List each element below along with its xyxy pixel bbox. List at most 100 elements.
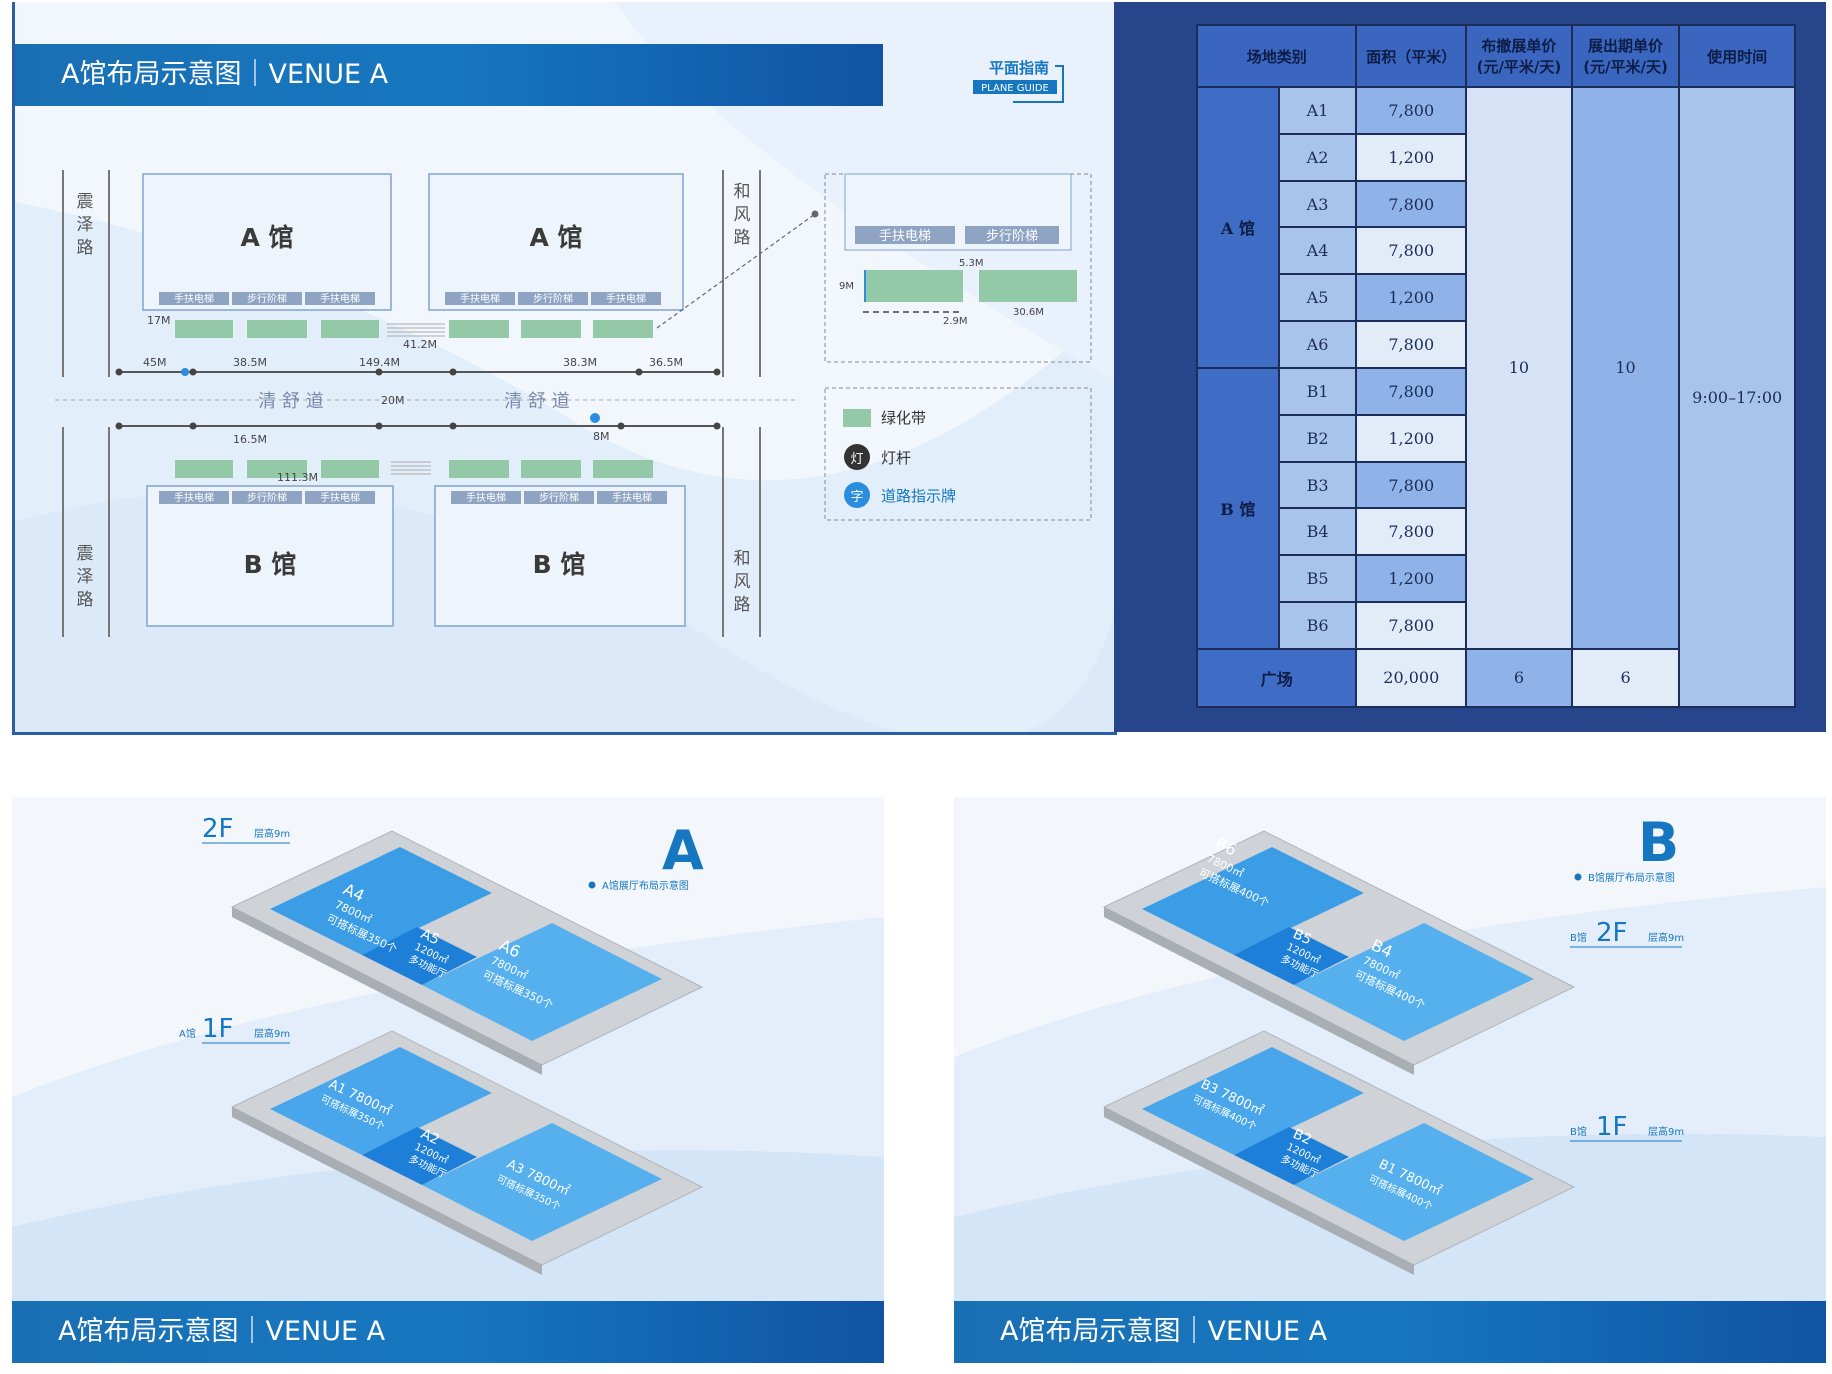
fac-b2-esc2: 手扶电梯 (612, 491, 652, 504)
row-area: 7,800 (1355, 179, 1468, 229)
plan-title: A馆布局示意图｜VENUE A (15, 44, 883, 106)
row-area: 7,800 (1355, 507, 1468, 557)
setup-price: 10 (1465, 86, 1573, 650)
price-table: 场地类别 面积（平米） 布撤展单价 (元/平米/天) 展出期单价 (元/平米/天… (1195, 24, 1796, 709)
row-id: B2 (1277, 413, 1358, 463)
plan-diagram: 平面指南 PLANE GUIDE 震 泽 路 震 泽 路 和 风 路 和 风 路… (55, 59, 1092, 637)
road-right-bottom-2: 风 (734, 572, 751, 592)
dim-38-3m: 38.3M (563, 356, 597, 369)
venue-caption: B馆展厅布局示意图 (1588, 871, 1675, 884)
row-id: A5 (1277, 273, 1358, 323)
row-area: 7,800 (1355, 601, 1468, 650)
iso-a-panel: A4 7800㎡ 可搭标展350个 A5 1200㎡ 多功能厅 A6 7800㎡… (12, 797, 884, 1363)
row-id: B1 (1277, 366, 1358, 416)
hall-b-right-label: B 馆 (533, 550, 586, 579)
row-id: B5 (1277, 554, 1358, 604)
dim-17m: 17M (147, 314, 171, 327)
fac-a1-esc: 手扶电梯 (174, 292, 214, 305)
sign-icon: 字 (850, 490, 863, 505)
road-middle-left: 清 舒 道 (258, 391, 323, 412)
iso-b-title: A馆布局示意图｜VENUE A (954, 1301, 1826, 1363)
venue-letter: A (662, 819, 704, 882)
fac-a1-esc2: 手扶电梯 (320, 292, 360, 305)
legend-sign-label: 道路指示牌 (881, 487, 956, 505)
fac-a2-esc: 手扶电梯 (460, 292, 500, 305)
plaza-area: 20,000 (1355, 647, 1468, 709)
row-area: 1,200 (1355, 273, 1468, 323)
row-id: A2 (1277, 132, 1358, 182)
row-id: A3 (1277, 179, 1358, 229)
iso-b-diagram: B6 7800㎡ 可搭标展400个 B5 1200㎡ 多功能厅 B4 7800㎡… (954, 811, 1826, 1363)
venue-letter: B (1638, 811, 1679, 874)
row-id: A6 (1277, 320, 1358, 369)
floor-2f-height: 层高9m (254, 827, 290, 840)
header-exhibit-price: 展出期单价 (元/平米/天) (1570, 24, 1681, 88)
dim-41-2m: 41.2M (403, 338, 437, 351)
road-middle-right: 清 舒 道 (504, 391, 569, 412)
fac-b1-stairs: 步行阶梯 (247, 491, 287, 504)
fac-b1-esc: 手扶电梯 (174, 491, 214, 504)
header-area: 面积（平米） (1355, 24, 1468, 88)
plaza-setup: 6 (1465, 647, 1573, 709)
legend-lamp-label: 灯杆 (881, 449, 911, 467)
fac-a2-stairs: 步行阶梯 (533, 292, 573, 305)
row-area: 7,800 (1355, 226, 1468, 276)
row-area: 7,800 (1355, 460, 1468, 510)
usage-time: 9:00–17:00 (1678, 86, 1796, 708)
road-left-bottom-1: 震 (77, 544, 94, 564)
exhibit-price: 10 (1570, 86, 1681, 650)
floor-2f-label: 2F (1596, 918, 1628, 948)
road-right-top-1: 和 (734, 182, 751, 202)
floor-1f-prefix: B馆 (1570, 1125, 1587, 1138)
row-id: B4 (1277, 507, 1358, 557)
road-right-bottom-1: 和 (734, 549, 751, 569)
group-b-label: B 馆 (1196, 366, 1280, 650)
iso-a-diagram: A4 7800㎡ 可搭标展350个 A5 1200㎡ 多功能厅 A6 7800㎡… (12, 814, 884, 1363)
floor-2f-label: 2F (202, 814, 234, 844)
road-left-top-2: 泽 (77, 215, 94, 235)
row-area: 1,200 (1355, 132, 1468, 182)
floor-1f-height: 层高9m (254, 1027, 290, 1040)
floor-1f-label: 1F (1596, 1112, 1628, 1142)
fac-b2-stairs: 步行阶梯 (539, 491, 579, 504)
floor-2f-prefix: B馆 (1570, 931, 1587, 944)
zoom-esc: 手扶电梯 (879, 229, 931, 244)
fac-b1-esc2: 手扶电梯 (320, 491, 360, 504)
row-area: 1,200 (1355, 413, 1468, 463)
iso-a-title: A馆布局示意图｜VENUE A (12, 1301, 884, 1363)
dim-36-5m: 36.5M (649, 356, 683, 369)
hall-a-right-label: A 馆 (529, 223, 582, 252)
header-usage-time: 使用时间 (1678, 24, 1796, 88)
road-left-top-3: 路 (77, 238, 94, 258)
zoom-dim-9m: 9M (839, 281, 854, 292)
hall-b-left-label: B 馆 (244, 550, 297, 579)
price-panel: 场地类别 面积（平米） 布撤展单价 (元/平米/天) 展出期单价 (元/平米/天… (1114, 2, 1826, 732)
road-left-bottom-2: 泽 (77, 567, 94, 587)
dim-38-5m: 38.5M (233, 356, 267, 369)
fac-a2-esc2: 手扶电梯 (606, 292, 646, 305)
row-area: 7,800 (1355, 86, 1468, 135)
room-a2-id: A2 (418, 1126, 442, 1148)
row-area: 7,800 (1355, 320, 1468, 369)
header-venue-type: 场地类别 (1195, 24, 1358, 88)
floor-1f-height: 层高9m (1648, 1125, 1684, 1138)
guide-cn: 平面指南 (989, 59, 1049, 77)
group-a-label: A 馆 (1196, 86, 1280, 369)
lamp-icon: 灯 (850, 452, 863, 467)
iso-b-panel: B6 7800㎡ 可搭标展400个 B5 1200㎡ 多功能厅 B4 7800㎡… (954, 797, 1826, 1363)
road-right-bottom-3: 路 (734, 595, 751, 615)
dim-149-4m: 149.4M (359, 356, 400, 369)
plan-panel: A馆布局示意图｜VENUE A 平面指南 PLANE GUIDE 震 泽 路 震… (12, 2, 1117, 735)
road-right-top-3: 路 (734, 228, 751, 248)
row-id: B3 (1277, 460, 1358, 510)
zoom-stairs: 步行阶梯 (986, 229, 1038, 244)
room-b5-id: B5 (1290, 926, 1314, 948)
road-right-top-2: 风 (734, 205, 751, 225)
row-area: 1,200 (1355, 554, 1468, 604)
dim-20m: 20M (381, 394, 405, 407)
floor-1f-prefix: A馆 (179, 1027, 196, 1040)
row-id: B6 (1277, 601, 1358, 650)
plaza-exhibit: 6 (1570, 647, 1681, 709)
row-area: 7,800 (1355, 366, 1468, 416)
hall-a-left-label: A 馆 (240, 223, 293, 252)
